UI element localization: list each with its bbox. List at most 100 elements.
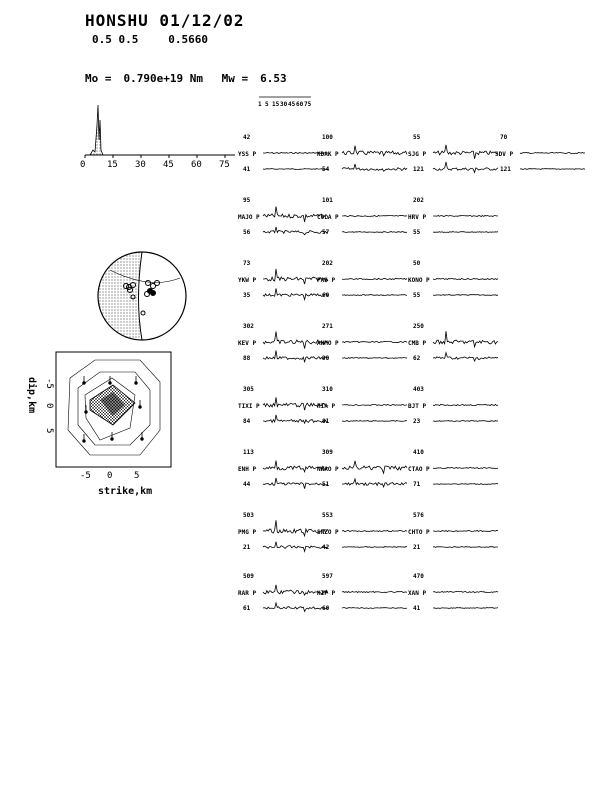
synthetic-waveform (262, 541, 329, 553)
station-distance: 121 (500, 166, 511, 173)
station-code: PAS P (317, 277, 335, 284)
station-markers (123, 280, 160, 316)
station-code: SDV P (495, 151, 513, 158)
synthetic-waveform (262, 226, 329, 236)
observed-waveform (262, 460, 329, 474)
synthetic-waveform (341, 231, 407, 233)
slip-ylabel: dip,km (26, 377, 38, 413)
synthetic-waveform (341, 546, 407, 548)
synthetic-waveform (341, 477, 408, 489)
station-code: XAN P (408, 590, 426, 597)
station-azimuth: 202 (413, 197, 424, 204)
station-azimuth: 576 (413, 512, 424, 519)
observed-waveform (341, 403, 408, 406)
station-code: TIXI P (238, 403, 260, 410)
station-distance: 57 (322, 229, 330, 236)
stf-tick-75: 75 (219, 160, 230, 170)
observed-waveform (263, 268, 329, 285)
station-code: MAJO P (238, 214, 260, 221)
station-code: CTAO P (408, 466, 430, 473)
observed-waveform (432, 331, 499, 349)
synthetic-waveform (432, 231, 499, 233)
synthetic-waveform (341, 357, 408, 359)
station-distance: 88 (243, 355, 251, 362)
station-azimuth: 95 (243, 197, 251, 204)
observed-waveform (262, 206, 329, 223)
synthetic-waveform (432, 294, 499, 296)
station-distance: 35 (243, 292, 251, 299)
observed-waveform (341, 145, 408, 157)
station-azimuth: 73 (243, 260, 251, 267)
station-code: KONO P (408, 277, 430, 284)
observed-waveform (262, 331, 329, 349)
station-code: HRV P (408, 214, 426, 221)
mini-tick-1: 1 (258, 101, 262, 108)
mw-label: Mw = (221, 72, 249, 85)
station-distance: 71 (413, 481, 421, 488)
synthetic-waveform (341, 420, 408, 422)
observed-waveform (341, 340, 408, 344)
station-distance: 121 (413, 166, 424, 173)
station-azimuth: 202 (322, 260, 333, 267)
station-code: KIP P (317, 590, 335, 597)
station-code: CMB P (408, 340, 426, 347)
station-code: CHTO P (408, 529, 430, 536)
station-azimuth: 305 (243, 386, 254, 393)
synthetic-waveform (262, 601, 329, 613)
station-distance: 61 (243, 605, 251, 612)
station-azimuth: 55 (413, 134, 421, 141)
stf-tick-30: 30 (135, 160, 146, 170)
observed-waveform (341, 590, 408, 594)
params-line: 0.5 0.5 0.5660 (92, 33, 218, 46)
station-azimuth: 42 (243, 134, 251, 141)
stf-tick-45: 45 (163, 160, 174, 170)
station-code: PMG P (238, 529, 256, 536)
param-value: 0.5660 (168, 33, 208, 46)
station-distance: 21 (243, 544, 251, 551)
observed-waveform (341, 214, 408, 218)
station-distance: 51 (322, 481, 330, 488)
station-distance: 60 (322, 292, 330, 299)
slip-ytick-0: 0 (44, 403, 54, 408)
station-distance: 21 (413, 544, 421, 551)
synthetic-waveform (432, 161, 499, 174)
synthetic-waveform (432, 607, 499, 609)
station-distance: 55 (413, 229, 421, 236)
synthetic-waveform (262, 288, 329, 302)
station-distance: 84 (243, 418, 251, 425)
station-azimuth: 271 (322, 323, 333, 330)
observed-waveform (433, 214, 499, 218)
station-code: SJG P (408, 151, 426, 158)
station-code: SNZO P (317, 529, 339, 536)
mo-label: Mo = (85, 72, 112, 85)
station-code: BJT P (408, 403, 426, 410)
station-code: NWAO P (317, 466, 339, 473)
observed-waveform (341, 277, 408, 281)
station-distance: 81 (322, 418, 330, 425)
observed-waveform (432, 590, 499, 593)
station-azimuth: 250 (413, 323, 424, 330)
mini-tick-45: 45 (288, 101, 296, 108)
observed-waveform (262, 584, 329, 596)
station-azimuth: 403 (413, 386, 424, 393)
synthetic-waveform (341, 294, 408, 296)
observed-waveform (263, 152, 329, 155)
station-azimuth: 410 (413, 449, 424, 456)
